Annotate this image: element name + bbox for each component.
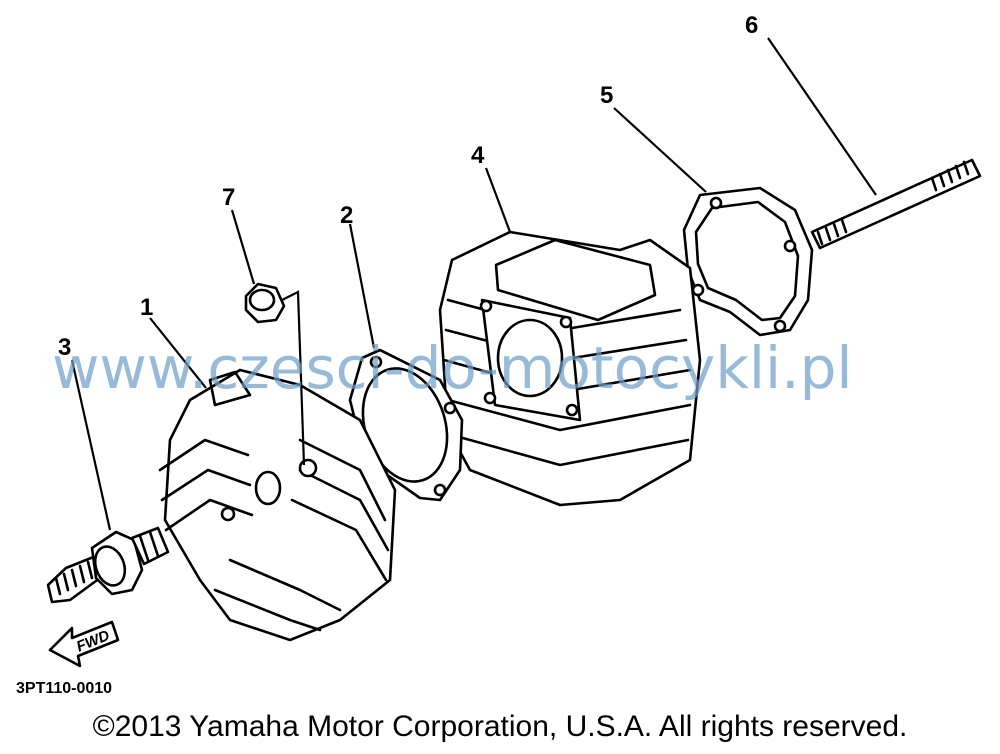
part-7-nut[interactable] [244, 282, 286, 324]
part-4-cylinder[interactable] [438, 230, 702, 507]
callout-3[interactable]: 3 [58, 334, 72, 361]
part-6-stud-bolt[interactable] [810, 158, 982, 250]
callout-4[interactable]: 4 [471, 142, 485, 169]
part-1-cylinder-head[interactable] [158, 368, 397, 642]
leader-line-5 [613, 107, 707, 193]
leader-line-6 [767, 37, 877, 196]
callout-5[interactable]: 5 [600, 82, 614, 109]
part-5-cylinder-base-gasket[interactable] [682, 186, 814, 337]
callout-7[interactable]: 7 [222, 184, 236, 211]
diagram-code: 3PT110-0010 [16, 680, 113, 697]
fwd-arrow-icon: FWD [48, 620, 120, 668]
callout-2[interactable]: 2 [340, 202, 354, 229]
leader-line-7 [230, 209, 256, 285]
callout-6[interactable]: 6 [745, 12, 759, 39]
leader-line-7-to-head [281, 290, 306, 466]
leader-line-3 [70, 359, 112, 531]
leader-line-1 [149, 317, 207, 389]
leader-line-2 [348, 223, 376, 349]
callout-1[interactable]: 1 [140, 294, 154, 321]
copyright-notice: ©2013 Yamaha Motor Corporation, U.S.A. A… [92, 710, 908, 743]
part-3-spark-plug[interactable] [46, 526, 170, 604]
leader-line-4 [484, 167, 512, 233]
